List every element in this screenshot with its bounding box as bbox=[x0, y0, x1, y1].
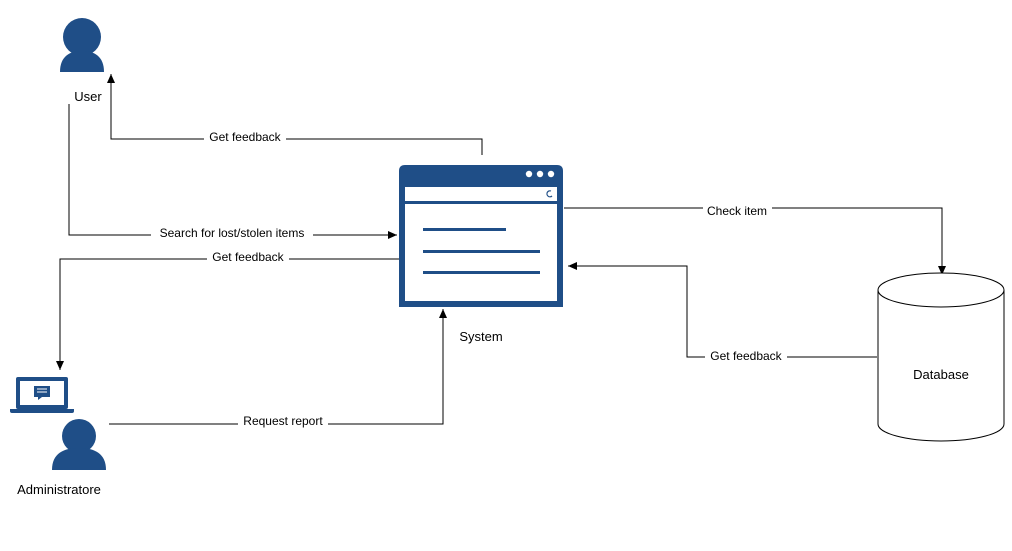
edge-admin-to-system[interactable]: Request report bbox=[109, 309, 447, 428]
edge-database-to-system[interactable]: Get feedback bbox=[568, 262, 877, 363]
node-label-database: Database bbox=[913, 367, 969, 382]
node-label-user: User bbox=[74, 89, 102, 104]
edge-system-to-admin[interactable]: Get feedback bbox=[56, 249, 399, 370]
edge-label-system-to-admin: Get feedback bbox=[212, 250, 284, 264]
node-database[interactable]: Database bbox=[877, 272, 1005, 442]
user-icon bbox=[52, 419, 106, 470]
edge-label-user-to-system: Search for lost/stolen items bbox=[160, 226, 305, 240]
node-label-administrator: Administratore bbox=[17, 482, 101, 497]
edge-label-system-to-database: Check item bbox=[707, 204, 767, 218]
node-label-system: System bbox=[459, 329, 502, 344]
edge-label-admin-to-system: Request report bbox=[243, 414, 323, 428]
laptop-icon bbox=[10, 377, 74, 413]
browser-window-icon bbox=[399, 165, 563, 307]
edge-user-to-system[interactable]: Search for lost/stolen items bbox=[68, 104, 397, 240]
edge-system-to-user[interactable]: Get feedback bbox=[107, 74, 483, 155]
edge-system-to-database[interactable]: Check item bbox=[564, 203, 946, 275]
node-user[interactable]: User bbox=[60, 18, 104, 104]
user-icon bbox=[60, 18, 104, 72]
node-system[interactable]: System bbox=[399, 165, 563, 344]
node-administrator[interactable]: Administratore bbox=[10, 377, 106, 497]
edge-label-database-to-system: Get feedback bbox=[710, 349, 782, 363]
edge-label-system-to-user: Get feedback bbox=[209, 130, 281, 144]
database-cylinder bbox=[877, 272, 1005, 442]
